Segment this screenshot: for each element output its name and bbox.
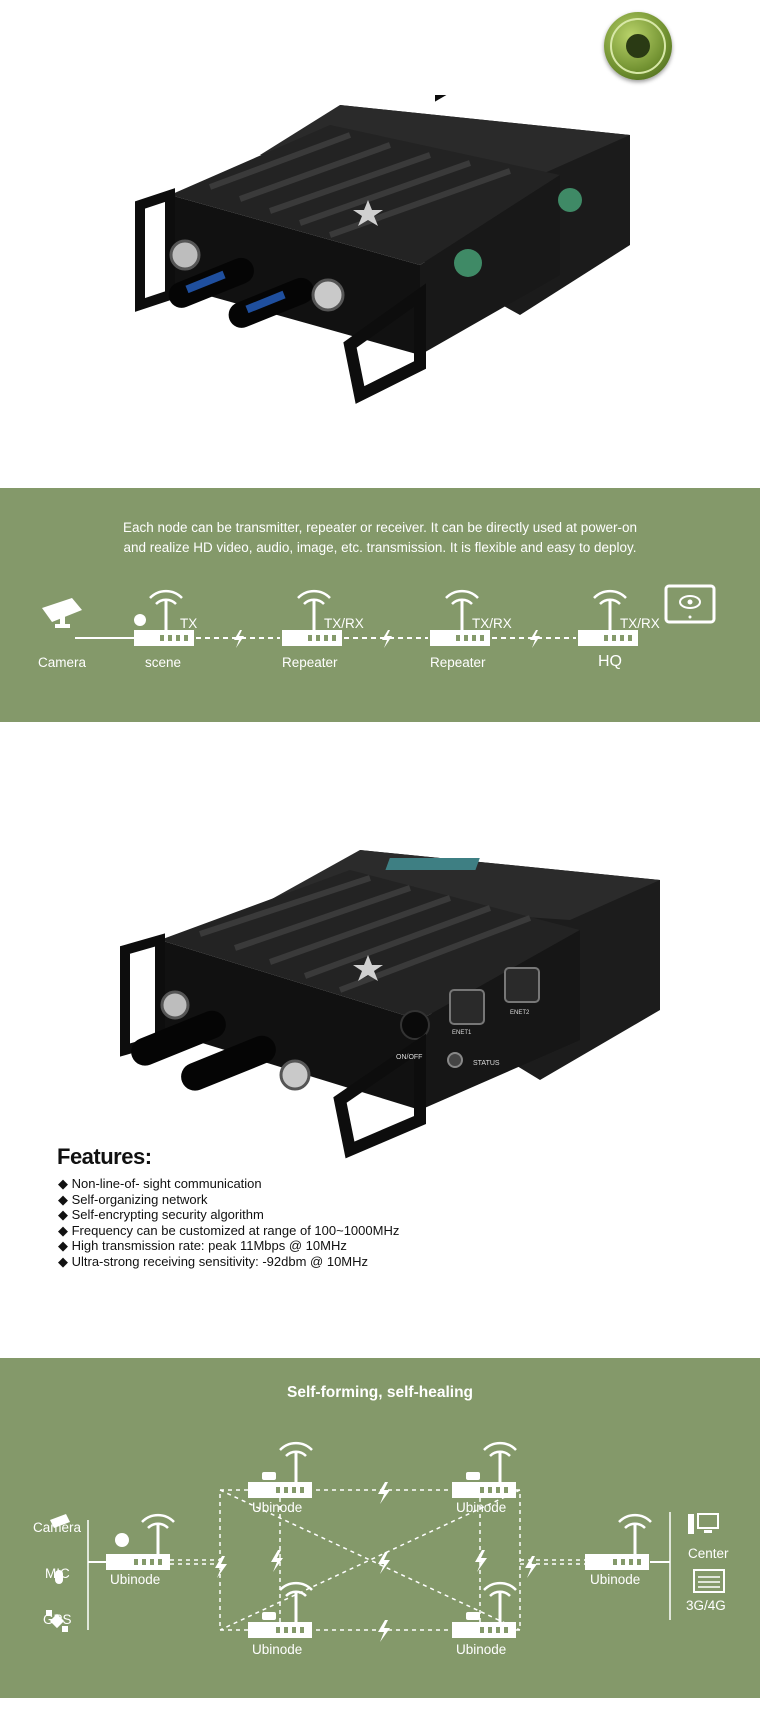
device2-front-face [160,940,420,1110]
lightning-icons [234,630,540,648]
intro-line-1: Each node can be transmitter, repeater o… [122,520,638,535]
star-emblem-icon [353,200,383,226]
device2-right-handle [333,1033,426,1159]
label-repeater-2: Repeater [430,655,486,670]
label-txrx-1: TX/RX [324,616,364,631]
device2-silver-connector-2 [279,1059,311,1091]
label-txrx-3: TX/RX [620,616,660,631]
node-scene [134,589,194,646]
label-txrx-2: TX/RX [472,616,512,631]
label-center: Center [688,1546,729,1561]
label-scene: scene [145,655,182,670]
label-3g4g: 3G/4G [686,1598,726,1613]
device-side-face [420,175,560,355]
vehicle-icon [466,1612,480,1620]
label-mesh-gps: GPS [43,1612,72,1627]
features-list: Non-line-of- sight communication Self-or… [58,1176,400,1270]
vehicle-icon [262,1472,276,1480]
device-front-face [170,195,420,355]
label-onoff: ON/OFF [396,1054,423,1061]
intro-text: Each node can be transmitter, repeater o… [80,518,680,558]
silver-connector-1 [169,239,201,271]
feature-item: Non-line-of- sight communication [58,1176,399,1192]
seal-ring [610,18,666,74]
label-ubinode-left: Ubinode [110,1572,161,1587]
mesh-lightning-icons [215,1482,537,1642]
label-hq: HQ [598,653,622,670]
node-repeater-1 [282,589,342,646]
label-tx: TX [180,616,198,631]
monitor-icon [664,584,716,624]
device-photo-top [135,95,630,404]
feature-item: Ultra-strong receiving sensitivity: -92d… [58,1254,399,1270]
enet2-port [504,967,540,1003]
intro-line-2: and realize HD video, audio, image, etc.… [123,540,637,555]
police-icon [115,1533,129,1547]
device2-display-window [385,858,480,870]
deployment-band [0,488,760,722]
status-led [447,1052,463,1068]
mesh-node-top-left [248,1441,313,1498]
mesh-diagram [46,1441,725,1642]
mesh-band [0,1358,760,1698]
device-photo-bottom [120,850,660,1159]
onoff-button [400,1010,430,1040]
mesh-node-left [106,1513,175,1570]
side-connector-green [454,249,482,277]
mesh-node-right [585,1513,652,1570]
device2-silver-connector-1 [160,990,190,1020]
mesh-title: Self-forming, self-healing [286,1384,473,1401]
mesh-node-top-right [452,1441,517,1498]
camera-icon [42,598,82,628]
camera-icon [50,1514,70,1528]
label-mesh-mic: MIC [45,1566,70,1581]
device2-antenna-1 [131,1010,226,1066]
device2-star-emblem-icon [353,955,383,981]
vehicle-icon [466,1472,480,1480]
label-enet2: ENET2 [510,1010,530,1016]
computer-icon [688,1513,719,1534]
gps-satellite-icon [46,1610,68,1632]
feature-item: High transmission rate: peak 11Mbps @ 10… [58,1238,399,1254]
device2-top-panel [160,870,580,1020]
chain-diagram [42,584,716,648]
label-enet1: ENET1 [452,1030,472,1036]
seal-core [626,34,650,58]
label-status: STATUS [473,1060,500,1067]
company-seal-logo [604,12,672,80]
mesh-node-bottom-right [452,1581,517,1638]
left-handle [135,188,175,312]
feature-item: Frequency can be customized at range of … [58,1223,400,1239]
label-ubinode-bottom-right: Ubinode [456,1642,507,1657]
mic-icon [55,1570,63,1584]
device2-antenna-2 [181,1035,276,1091]
label-ubinode-right: Ubinode [590,1572,641,1587]
node-repeater-2 [430,589,490,646]
right-handle [343,283,426,404]
label-ubinode-bottom-left: Ubinode [252,1642,303,1657]
mesh-node-bottom-left [248,1581,313,1638]
rear-connector-green [558,188,582,212]
label-camera: Camera [38,655,87,670]
label-repeater-1: Repeater [282,655,338,670]
label-ubinode-top-left: Ubinode [252,1500,303,1515]
device-top-panel [170,125,560,265]
node-hq [578,589,638,646]
silver-connector-2 [311,278,345,312]
label-mesh-camera: Camera [33,1520,82,1535]
router-3g4g-icon [693,1569,725,1593]
feature-item: Self-encrypting security algorithm [58,1207,399,1223]
label-ubinode-top-right: Ubinode [456,1500,507,1515]
enet1-port [449,989,485,1025]
alarm-light-icon [134,614,146,626]
feature-item: Self-organizing network [58,1192,399,1208]
vehicle-icon [262,1612,276,1620]
features-title: Features: [57,1144,152,1169]
